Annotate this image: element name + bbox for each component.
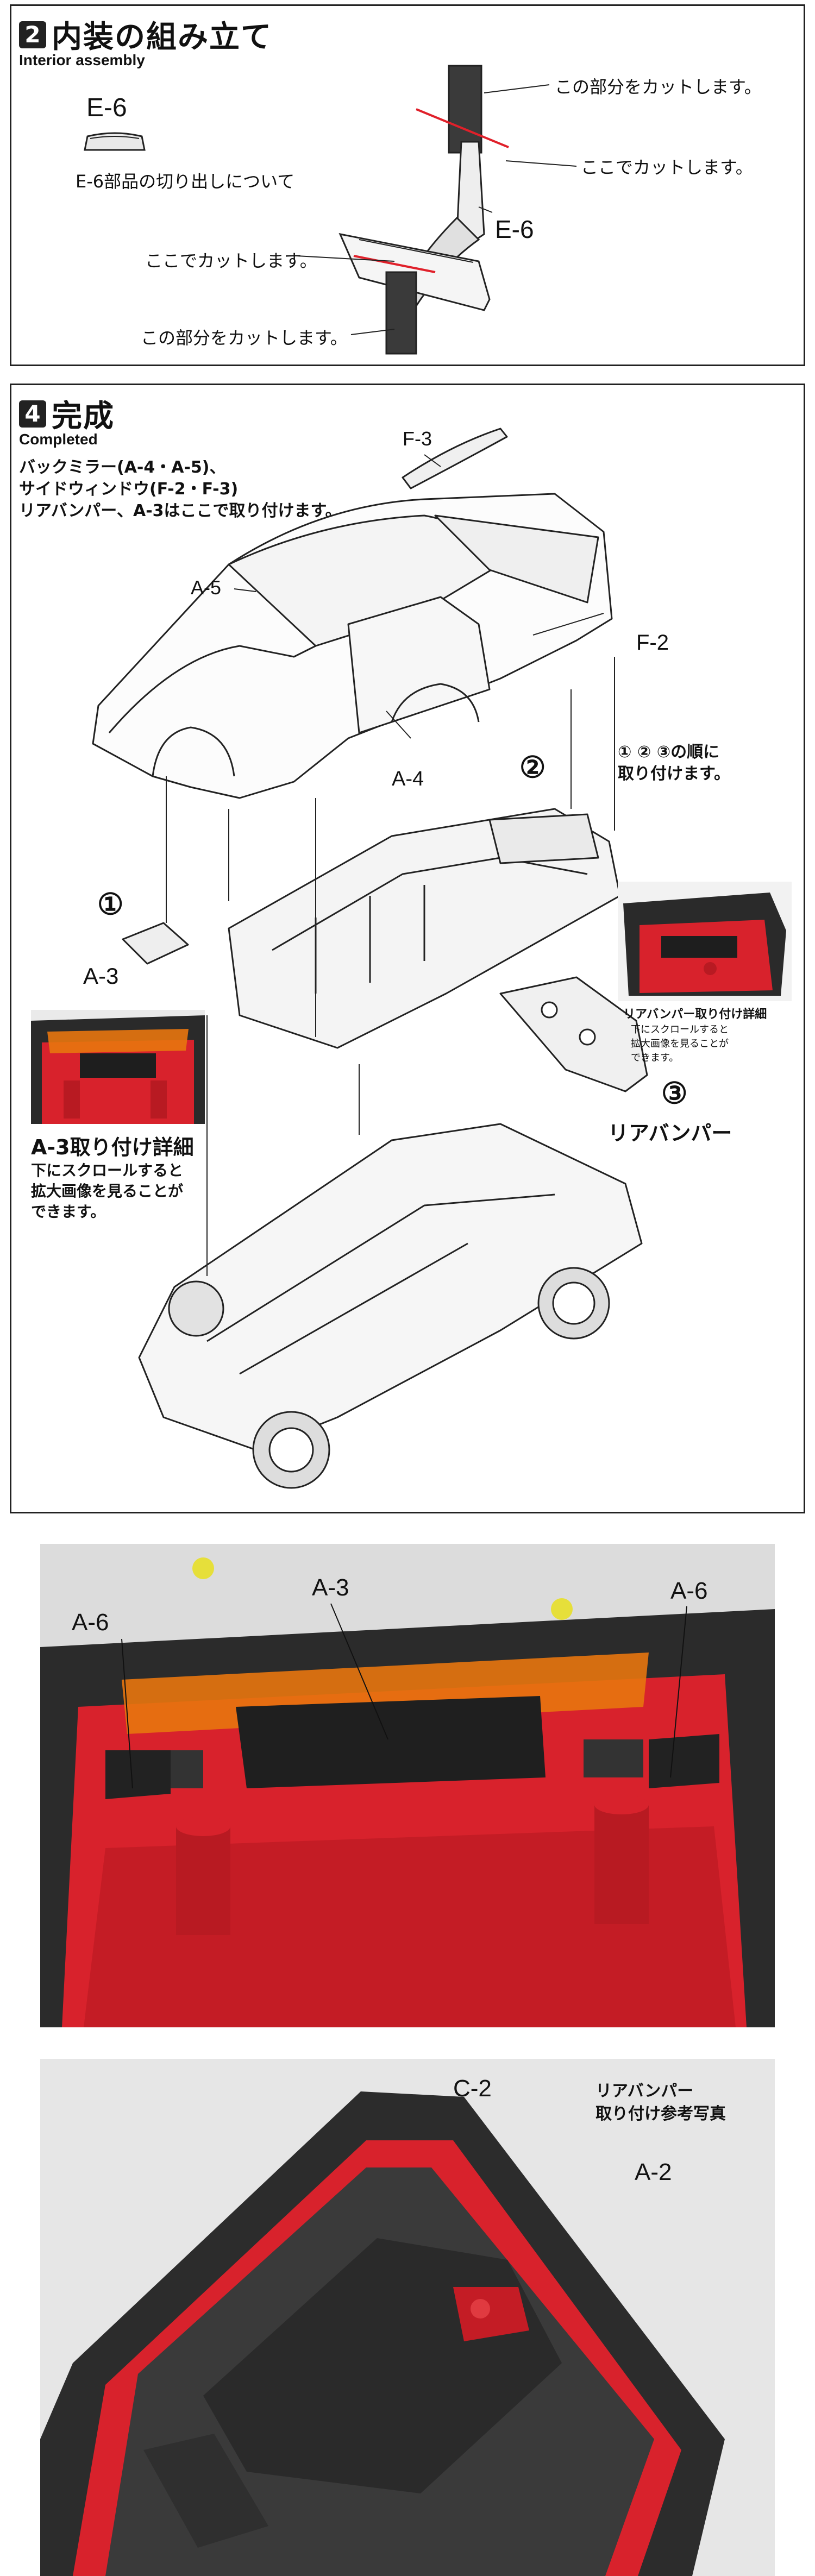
- f3-window: [402, 428, 508, 489]
- a3-detail-line1: 下にスクロールすると: [31, 1161, 184, 1179]
- photo1-label-a6-left: A-6: [72, 1609, 109, 1636]
- a3-detail-thumbnail[interactable]: [31, 1010, 205, 1124]
- e6-part-icon: [84, 65, 577, 355]
- section4-note-line3: リアバンパー、A-3はここで取り付けます。: [19, 501, 342, 520]
- callout-cut-here-bottom: ここでカットします。: [145, 250, 317, 271]
- section2-title: 2 内装の組み立て: [19, 12, 272, 56]
- section2-number-badge: 2: [19, 21, 46, 48]
- photo2-label-c2: C-2: [453, 2075, 492, 2102]
- cut-line-top: [416, 108, 509, 148]
- rear-detail-line3: できます。: [631, 1052, 679, 1064]
- section4-subtitle: Completed: [19, 431, 98, 448]
- rear-detail-title: リアバンパー取り付け詳細: [623, 1008, 767, 1021]
- part-label-e6-right: E-6: [495, 215, 534, 243]
- photo-a3-closeup: A-6 A-3 A-6: [40, 1544, 775, 2027]
- section2-heading: 内装の組み立て: [52, 20, 272, 55]
- photo2-caption-line2: 取り付け参考写真: [595, 2104, 726, 2123]
- rear-bumper-part: [499, 976, 648, 1092]
- section-completed: 4 完成 Completed バックミラー(A-4・A-5)、 サイドウィンドウ…: [10, 384, 805, 1513]
- a3-detail-title: A-3取り付け詳細: [31, 1135, 194, 1159]
- rear-bumper-label: リアバンパー: [608, 1121, 732, 1145]
- rear-detail-line1: 下にスクロールすると: [631, 1024, 729, 1035]
- section4-title: 4 完成: [19, 392, 115, 436]
- step-mark-3: ③: [661, 1077, 688, 1110]
- section4-number-badge: 4: [19, 400, 46, 428]
- step-mark-1: ①: [97, 888, 124, 921]
- section2-subtitle: Interior assembly: [19, 52, 145, 68]
- mirror-assembly-drawing: [338, 65, 491, 355]
- order-note-line1: ① ② ③の順に: [618, 743, 720, 762]
- e6-small-icon: [84, 132, 146, 151]
- photo1-label-a3: A-3: [312, 1574, 349, 1601]
- section-interior-assembly: 2 内装の組み立て Interior assembly E-6: [10, 4, 805, 366]
- photo-rear-bumper-reference: C-2 A-2 リアバンパー 取り付け参考写真: [40, 2059, 775, 2576]
- label-a3: A-3: [83, 963, 119, 989]
- cut-line-bottom: [353, 255, 436, 273]
- part-note-e6: E-6部品の切り出しについて: [76, 171, 295, 192]
- callout-cut-part-top: この部分をカットします。: [555, 77, 762, 97]
- photo1-label-a6-right: A-6: [670, 1578, 708, 1604]
- photo2-label-a2: A-2: [635, 2159, 672, 2185]
- a3-detail-line3: できます。: [31, 1203, 106, 1221]
- order-note-line2: 取り付けます。: [618, 764, 730, 783]
- label-a5: A-5: [191, 576, 222, 599]
- wheel-front-right: [168, 1280, 224, 1337]
- exploded-assembly-drawing: [92, 428, 648, 1489]
- rear-bumper-detail-thumbnail[interactable]: [618, 882, 792, 1001]
- callout-cut-part-bottom: この部分をカットします。: [141, 328, 348, 348]
- photo2-caption-line1: リアバンパー: [595, 2082, 694, 2101]
- section4-heading: 完成: [52, 399, 115, 434]
- label-f2: F-2: [636, 631, 669, 655]
- a3-part: [122, 922, 189, 965]
- label-a4: A-4: [392, 768, 424, 790]
- step-mark-2: ②: [519, 751, 546, 784]
- callout-cut-here-top: ここでカットします。: [581, 157, 753, 178]
- part-label-e6-left: E-6: [86, 93, 127, 122]
- section4-note-line1: バックミラー(A-4・A-5)、: [19, 458, 226, 477]
- rear-detail-line2: 拡大画像を見ることが: [631, 1038, 729, 1050]
- section4-note-line2: サイドウィンドウ(F-2・F-3): [19, 480, 239, 499]
- a3-detail-line2: 拡大画像を見ることが: [31, 1182, 184, 1200]
- label-f3: F-3: [403, 428, 432, 450]
